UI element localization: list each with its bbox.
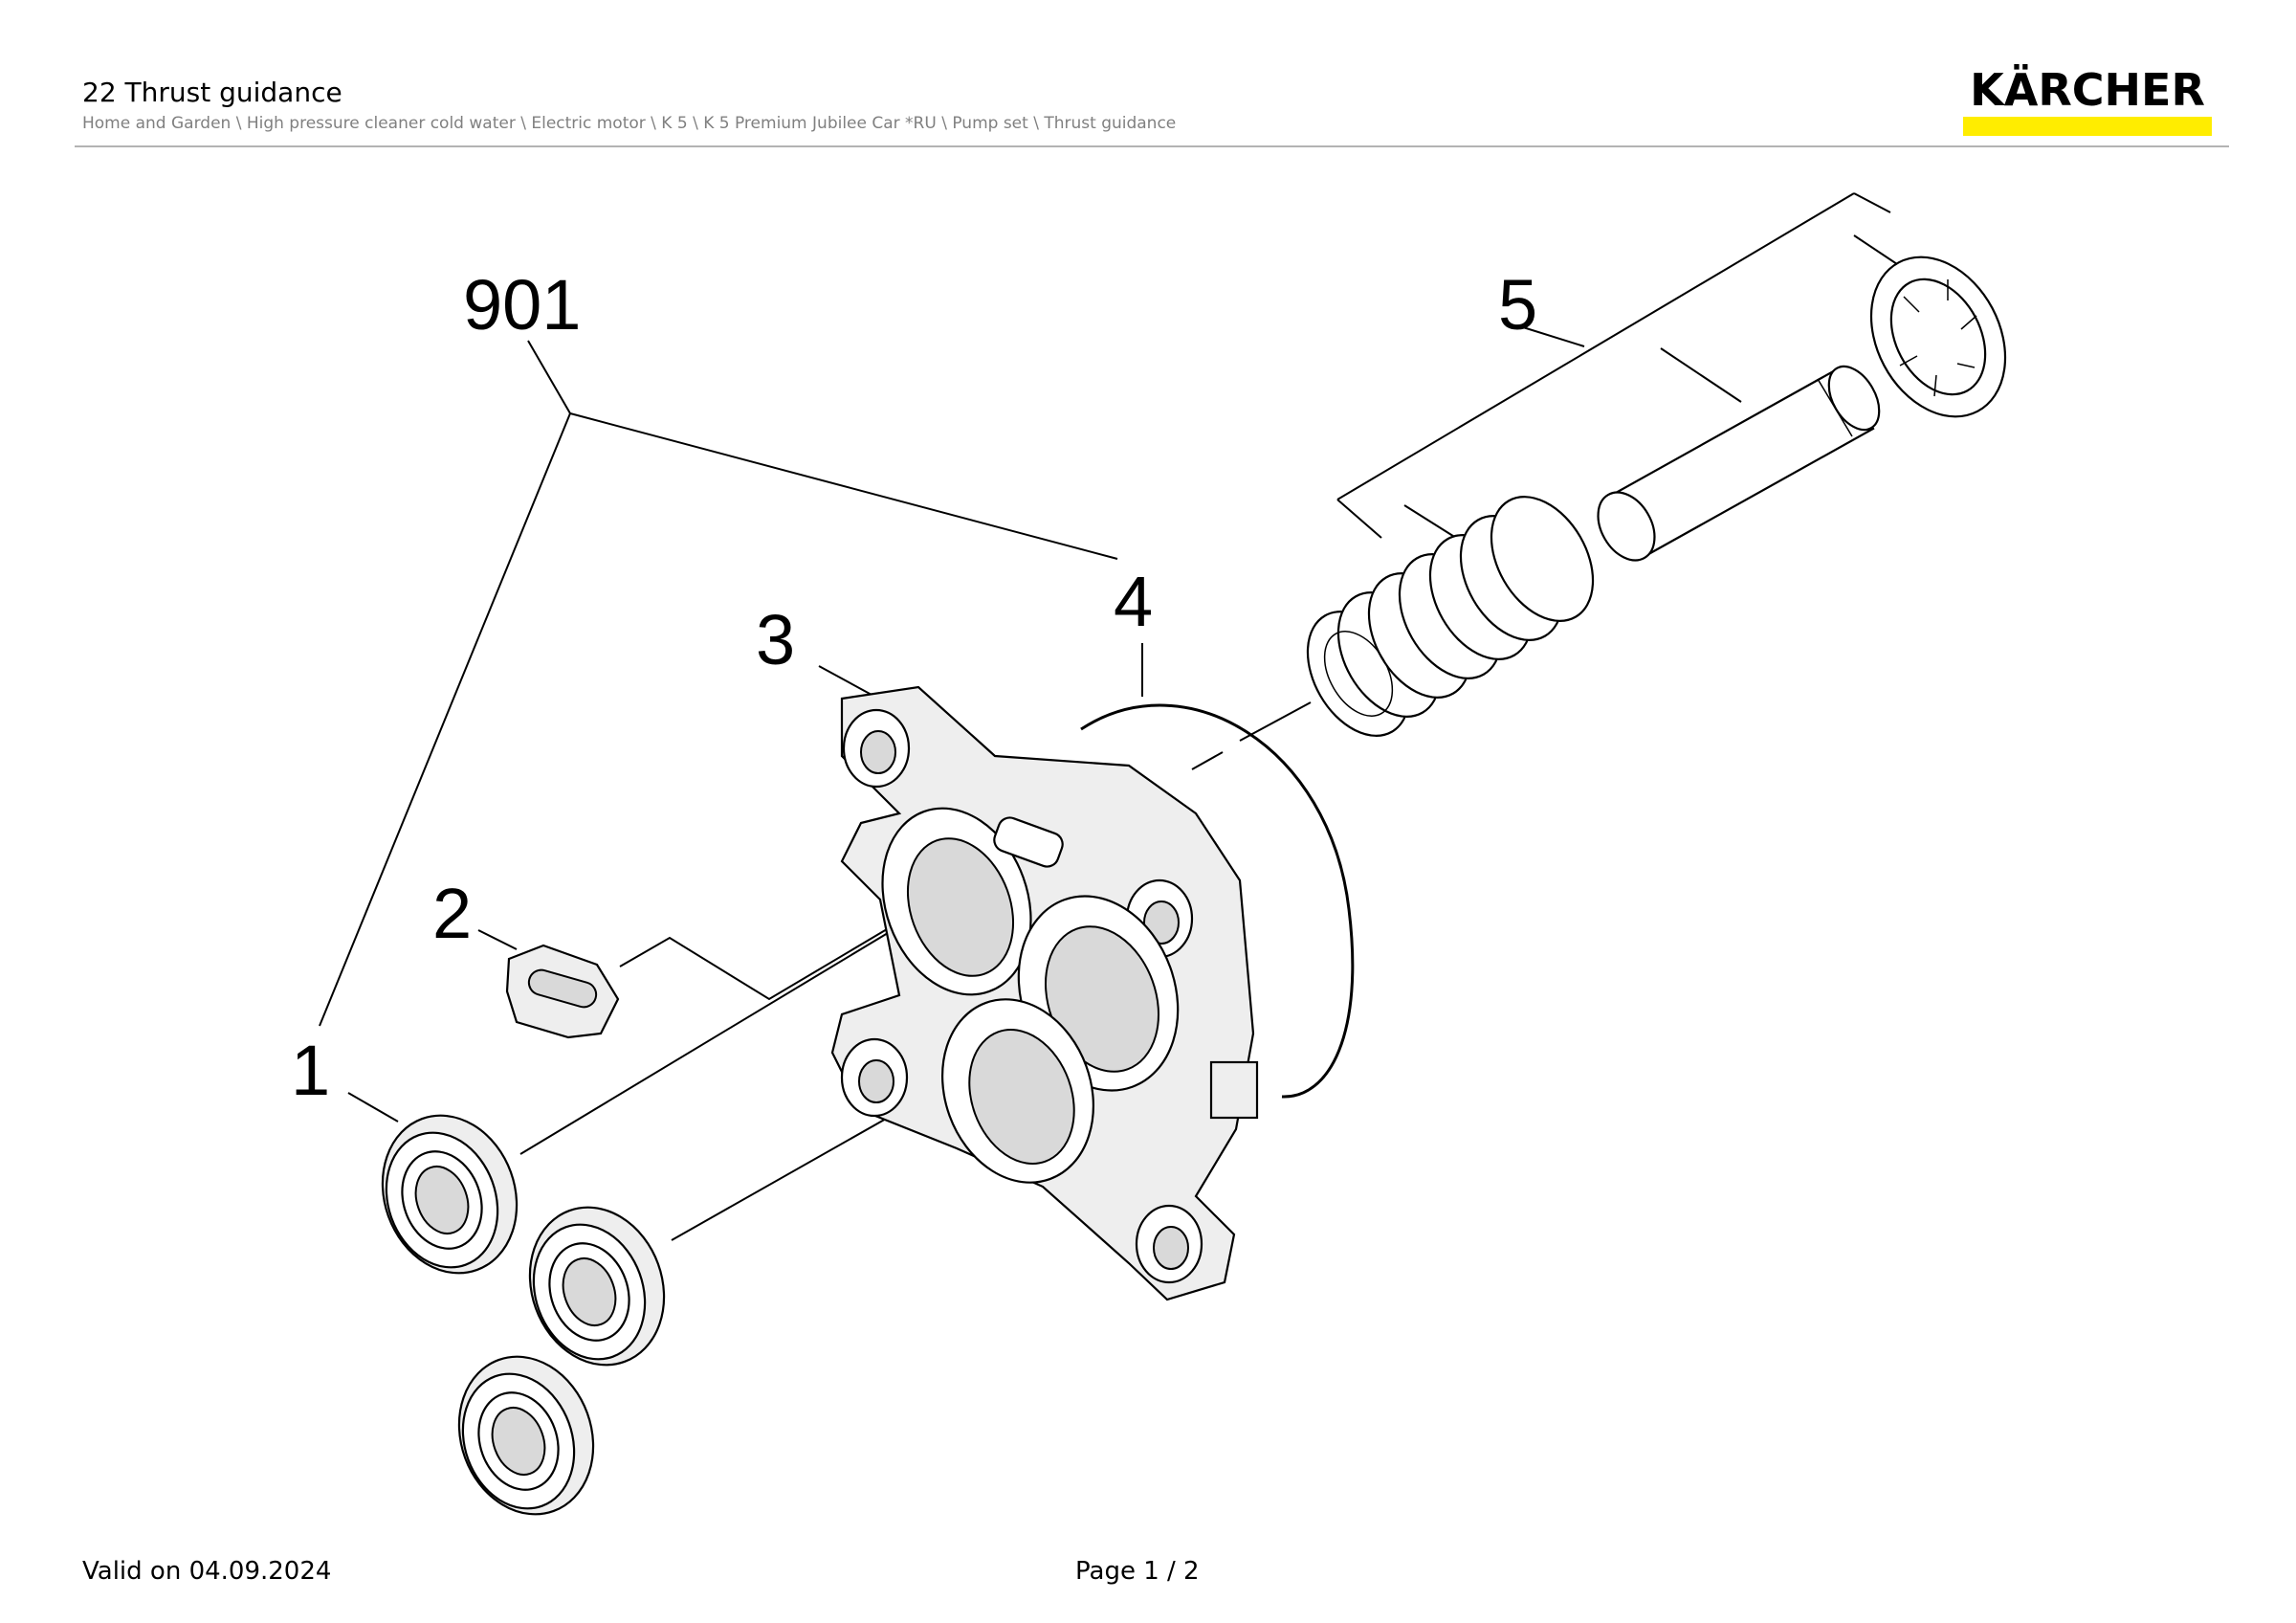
page-title: 22 Thrust guidance [82, 77, 342, 108]
retaining-ring-part[interactable] [1844, 233, 2032, 439]
callout-5[interactable]: 5 [1498, 265, 1537, 345]
callout-3[interactable]: 3 [756, 600, 795, 679]
leader-lines [319, 192, 1901, 1241]
callout-901[interactable]: 901 [463, 265, 581, 345]
header-divider [75, 145, 2229, 147]
callout-4[interactable]: 4 [1114, 562, 1153, 641]
page-indicator: Page 1 / 2 [1075, 1557, 1200, 1586]
logo-wordmark: KÄRCHER [1970, 64, 2205, 116]
o-ring-part[interactable] [1080, 703, 1355, 1099]
callout-2[interactable]: 2 [432, 874, 472, 953]
breadcrumb: Home and Garden \ High pressure cleaner … [82, 114, 1177, 133]
validity-date: Valid on 04.09.2024 [82, 1557, 332, 1586]
bearing-part-lower[interactable] [437, 1338, 614, 1533]
nut-part[interactable] [505, 944, 620, 1039]
piston-pin-part[interactable] [1586, 358, 1889, 570]
logo-yellow-bar [1963, 117, 2212, 136]
bearing-part-upper[interactable] [361, 1097, 538, 1292]
bearing-part-middle[interactable] [508, 1189, 685, 1384]
callout-1[interactable]: 1 [291, 1031, 330, 1110]
guide-flange-part[interactable] [830, 685, 1259, 1301]
compression-spring-part[interactable] [1287, 478, 1614, 753]
karcher-logo: KÄRCHER [1961, 65, 2214, 138]
